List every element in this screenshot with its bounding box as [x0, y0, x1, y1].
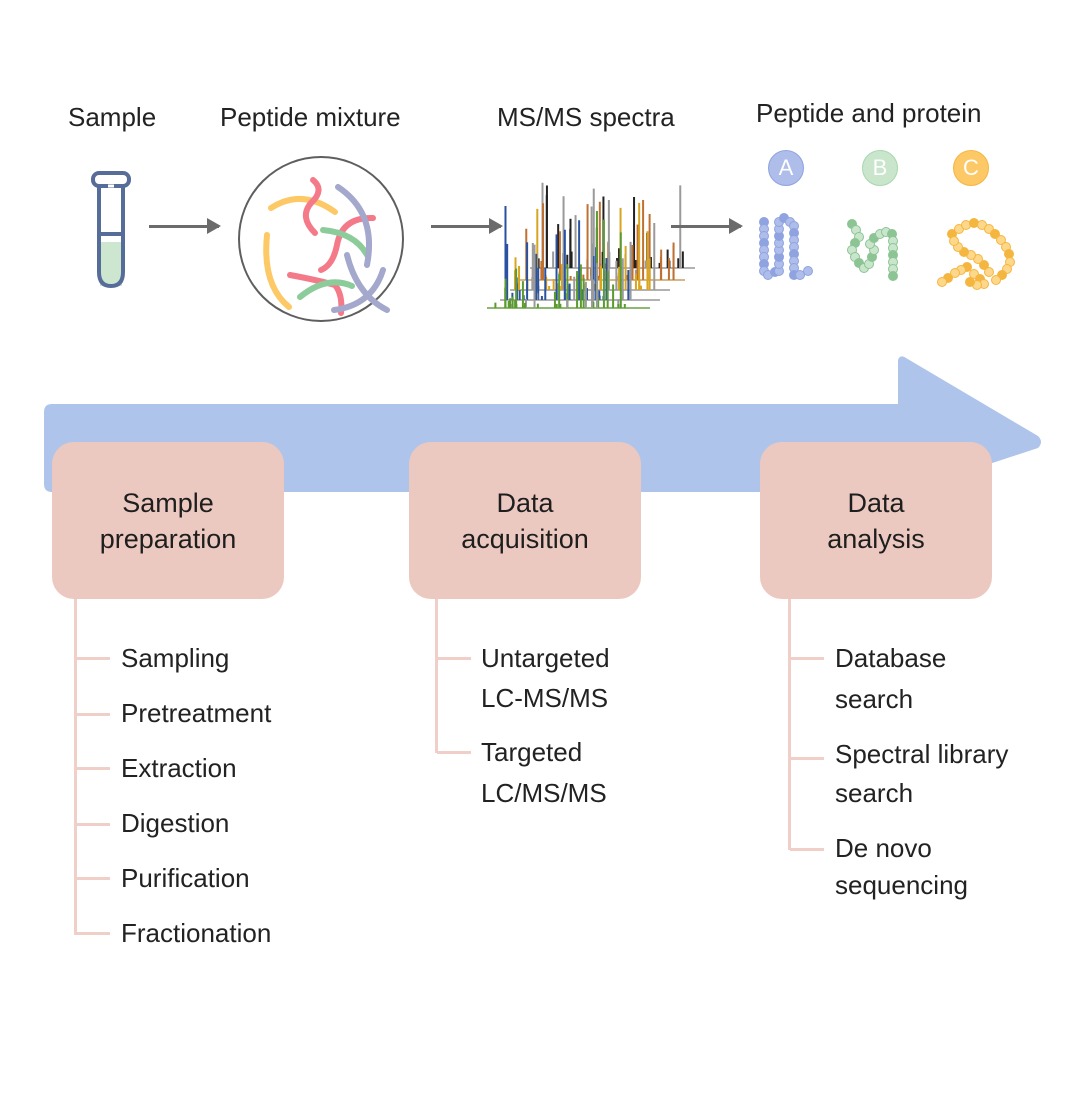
tree-branch — [76, 767, 110, 770]
peptide-mixture-icon — [238, 156, 404, 322]
list-item-spectral-line2: search — [835, 778, 914, 808]
residue-bead — [803, 266, 813, 276]
residue-bead — [949, 236, 959, 246]
tree-branch — [76, 657, 110, 660]
residue-bead — [991, 275, 1001, 285]
tree-line-sample-preparation — [74, 599, 77, 935]
stage-label-msms-spectra: MS/MS spectra — [497, 102, 675, 132]
test-tube-icon — [91, 171, 131, 289]
residue-bead — [984, 267, 994, 277]
list-item-denovo-line2: sequencing — [835, 870, 968, 900]
phase-box-sample-preparation: Sample preparation — [52, 442, 284, 599]
phase-box-data-acquisition: Data acquisition — [409, 442, 641, 599]
list-item-spectral-line1: Spectral library — [835, 739, 1009, 769]
tree-branch — [437, 751, 471, 754]
tree-branch — [76, 932, 110, 935]
tree-branch — [76, 713, 110, 716]
phase-title-line1: Data — [496, 487, 554, 518]
residue-bead — [795, 270, 805, 280]
tree-branch — [76, 823, 110, 826]
phase-title-line2: analysis — [827, 523, 925, 554]
list-item-pretreatment: Pretreatment — [121, 698, 272, 728]
phase-title-line2: acquisition — [461, 523, 589, 554]
tree-branch — [437, 657, 471, 660]
residue-bead — [888, 271, 898, 281]
list-item-untargeted-line2: LC-MS/MS — [481, 683, 609, 713]
stage-label-sample: Sample — [68, 102, 157, 132]
phase-title-line2: preparation — [99, 523, 237, 554]
stage-label-peptide-mixture: Peptide mixture — [220, 102, 401, 132]
flow-arrow-1 — [149, 218, 221, 234]
flow-arrow-2 — [431, 218, 503, 234]
protein-badge-a: A — [768, 150, 804, 186]
residue-bead — [990, 229, 1000, 239]
phase-title-line1: Data — [847, 487, 905, 518]
residue-bead — [937, 277, 947, 287]
list-item-purification: Purification — [121, 863, 250, 893]
list-item-targeted-line1: Targeted — [481, 737, 583, 767]
list-item-denovo-line1: De novo — [835, 833, 932, 863]
list-item-extraction: Extraction — [121, 753, 237, 783]
list-item-database-line1: Database — [835, 643, 947, 673]
flow-arrow-3 — [671, 218, 743, 234]
tree-branch — [76, 877, 110, 880]
protein-chains-icon — [759, 213, 1015, 290]
tree-branch — [790, 848, 824, 851]
spectra-icon — [487, 182, 695, 309]
residue-bead — [979, 260, 989, 270]
tree-line-data-acquisition — [435, 599, 438, 753]
list-item-targeted-line2: LC/MS/MS — [481, 778, 607, 808]
stage-label-peptide-protein: Peptide and protein — [756, 98, 982, 128]
phase-title-line1: Sample — [122, 487, 214, 518]
list-item-untargeted-line1: Untargeted — [481, 643, 610, 673]
residue-bead — [996, 235, 1006, 245]
list-item-fractionation: Fractionation — [121, 918, 272, 948]
list-item-digestion: Digestion — [121, 808, 230, 838]
tree-line-data-analysis — [788, 599, 791, 850]
tree-branch — [790, 657, 824, 660]
residue-bead — [965, 277, 975, 287]
protein-badge-b: B — [862, 150, 898, 186]
phase-box-data-analysis: Data analysis — [760, 442, 992, 599]
residue-bead — [950, 268, 960, 278]
list-item-sampling: Sampling — [121, 643, 230, 673]
protein-badge-c: C — [953, 150, 989, 186]
tree-branch — [790, 757, 824, 760]
list-item-database-line2: search — [835, 684, 914, 714]
